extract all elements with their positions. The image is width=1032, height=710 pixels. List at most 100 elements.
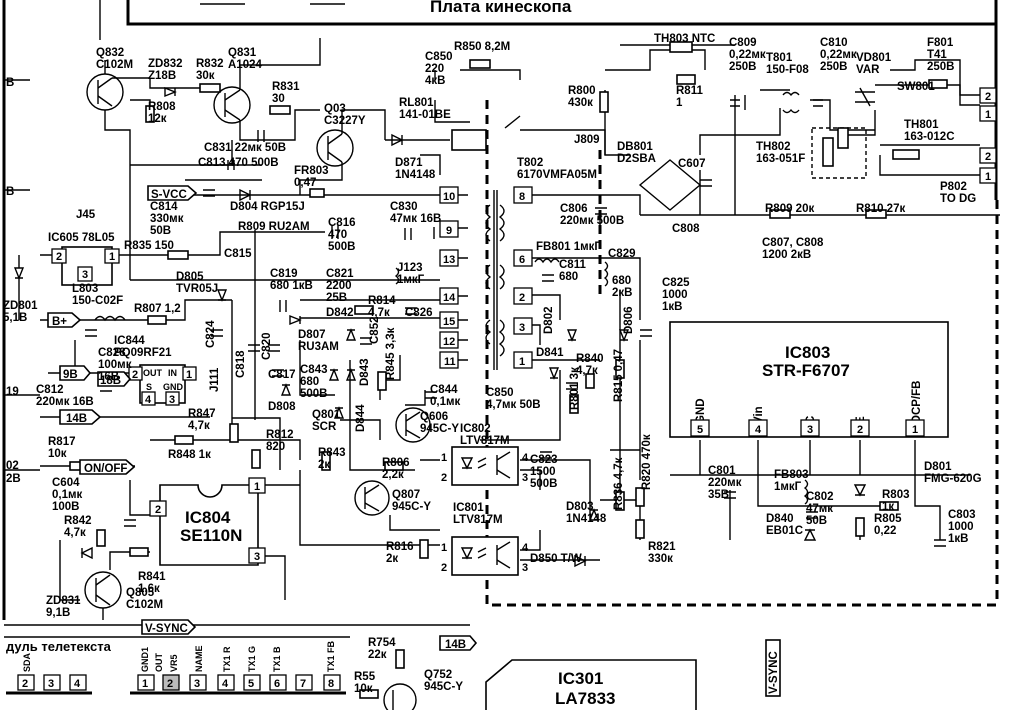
d803-label-line: D803 (566, 501, 594, 513)
crt-board-title: Плата кинескопа (430, 0, 572, 16)
c604-label-line: C604 (52, 477, 80, 489)
r821-resistor (635, 519, 645, 539)
r808-resistor (145, 105, 155, 123)
c829-label: C829 (608, 248, 636, 260)
c803-label-line: 1кВ (948, 533, 968, 545)
c844-label-line: 0,1мк (430, 396, 460, 408)
r800-resistor (599, 91, 609, 113)
c807-label-line: 1200 2кВ (762, 249, 811, 261)
left-edge: В В 19 02 2В (2, 0, 101, 620)
r816-resistor (419, 539, 429, 559)
tt-pin-2: 2 (167, 678, 173, 690)
ic803-pin-4: 4 (755, 424, 762, 436)
d805-label-line: D805 (176, 271, 204, 283)
ic803: IC803 STR-F6707 GND Vin C E OCP/FB 5 4 3… (669, 321, 949, 438)
ic804-pin-1: 1 (254, 481, 260, 493)
d840-label-line: D840 (766, 513, 794, 525)
ic844-pin-4: 4 (145, 394, 152, 406)
db801-label-line: DB801 (617, 141, 653, 153)
r835-resistor (167, 250, 189, 260)
c821-label-line: 2200 (326, 280, 352, 292)
c852-label: C852 (369, 317, 381, 345)
d843-label: D843 (359, 359, 371, 387)
j45-label: J45 (76, 209, 96, 221)
d807-label-line: D807 (298, 329, 326, 341)
c811-label-line: C811 (559, 259, 586, 271)
th803-thermistor (669, 41, 693, 53)
ic802-pin-4: 4 (522, 452, 529, 464)
ic844-pin-2: 2 (132, 369, 138, 381)
r811-label-line: 1 (676, 97, 683, 109)
flag-14b-bottom: 14В (445, 639, 466, 651)
c844-label-line: C844 (430, 384, 458, 396)
ic844: OUT IN S GND 4 3 2 1 (128, 364, 197, 406)
tt-pin-name-gnd1: GND1 (140, 647, 150, 672)
l803-label-line: L803 (72, 283, 98, 295)
ic803-pin-5: 5 (697, 424, 703, 436)
d804-label-line: D804 RGP15J (230, 201, 305, 213)
q03-label-line: Q03 (324, 103, 346, 115)
flag-18b: 18В (100, 375, 121, 387)
r811-label-line: R811 (676, 85, 703, 97)
teletext-module: дуль телетекста SDA GND1 OUT VR5 NAME TX… (4, 636, 350, 695)
d806-label: D806 (623, 307, 635, 335)
zd832-label-line: Z18B (148, 70, 176, 82)
r816-label-line: 2к (386, 553, 398, 565)
r811-resistor (676, 74, 696, 85)
ic804: IC804 SE110N 1 2 3 (149, 477, 266, 566)
t802-pin-10: 10 (443, 191, 455, 203)
tt-left-pin-4: 4 (74, 678, 81, 690)
j123-label-line: J123 (397, 262, 423, 274)
left-edge-text-5: 2В (6, 473, 21, 485)
t802-label-line: 6170VMFA05M (517, 169, 597, 181)
ic801-pin-1: 1 (441, 542, 447, 554)
sw801-label: SW801 (897, 81, 935, 93)
c801-label-line: C801 (708, 465, 736, 477)
c802-label-line: C802 (806, 491, 834, 503)
sw801-label-line: SW801 (897, 81, 935, 93)
r832-label-line: 30к (196, 70, 215, 82)
flag-vsync-vertical: V-SYNC (768, 651, 780, 694)
q805-label-line: Q805 (126, 587, 155, 599)
r815-label: R815 0,47 (613, 349, 625, 402)
rl801-label-line: 141-01BE (399, 109, 451, 121)
ic802-optocoupler: 1 2 4 3 (441, 446, 529, 486)
ic803-pin-2: 2 (857, 424, 863, 436)
q752-label-line: Q752 (424, 669, 452, 681)
r820-label-line: R820 470к (641, 434, 653, 490)
r820-resistor (635, 487, 645, 507)
f801-fuse (928, 79, 948, 89)
th802-second (837, 127, 849, 149)
c802-label-line: 47мк (806, 503, 833, 515)
r807-resistor (147, 315, 167, 325)
r817-label-line: 10к (48, 448, 67, 460)
q832-label-line: C102M (96, 59, 133, 71)
wiring (4, 38, 1000, 626)
zd801-label-line: 5,1В (3, 312, 27, 324)
left-edge-text-3: 19 (6, 386, 19, 398)
c824-label: C824 (205, 320, 217, 348)
r836-resistor (615, 491, 625, 511)
r809b-label: R809 20к (765, 203, 814, 215)
r806-label-line: 2,2к (382, 469, 404, 481)
top-frame: Плата кинескопа (126, 0, 998, 200)
r814-resistor (354, 305, 374, 315)
r832-resistor (199, 83, 221, 93)
